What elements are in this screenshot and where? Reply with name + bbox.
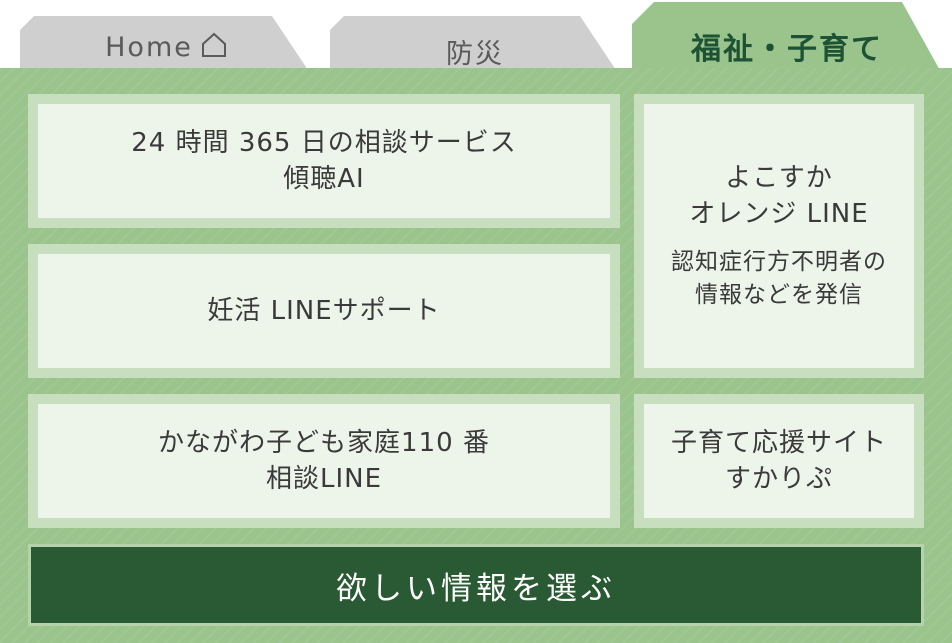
select-info-button[interactable]: 欲しい情報を選ぶ: [28, 544, 924, 626]
tab-welfare[interactable]: 福祉・子育て: [632, 2, 942, 74]
tab-welfare-label: 福祉・子育て: [691, 32, 883, 67]
card-sukaripu-line1: 子育て応援サイト: [670, 428, 887, 458]
card-counseling-ai-line2: 傾聴AI: [283, 164, 365, 194]
tab-home[interactable]: Home: [20, 16, 312, 76]
card-ninkatsu[interactable]: 妊活 LINEサポート: [28, 244, 620, 378]
card-ninkatsu-body[interactable]: 妊活 LINEサポート: [38, 254, 610, 368]
card-kanagawa-kodomo[interactable]: かながわ子ども家庭110 番 相談LINE: [28, 394, 620, 528]
card-orange-line-desc1: 認知症行方不明者の: [671, 249, 887, 275]
card-sukaripu-line2: すかりぷ: [724, 464, 833, 494]
card-kanagawa-kodomo-line1: かながわ子ども家庭110 番: [158, 428, 490, 458]
select-info-button-label: 欲しい情報を選ぶ: [336, 570, 616, 607]
card-kanagawa-kodomo-line2: 相談LINE: [265, 464, 383, 494]
card-orange-line-line1: よこすか: [725, 163, 833, 193]
tab-disaster-label: 防災: [446, 39, 504, 70]
home-icon: [201, 32, 227, 65]
card-orange-line-desc2: 情報などを発信: [695, 282, 863, 308]
card-counseling-ai[interactable]: 24 時間 365 日の相談サービス 傾聴AI: [28, 94, 620, 228]
card-counseling-ai-body[interactable]: 24 時間 365 日の相談サービス 傾聴AI: [38, 104, 610, 218]
tab-disaster[interactable]: 防災: [330, 16, 620, 76]
card-counseling-ai-line1: 24 時間 365 日の相談サービス: [131, 128, 517, 158]
card-orange-line-line2: オレンジ LINE: [689, 199, 869, 229]
card-kanagawa-kodomo-body[interactable]: かながわ子ども家庭110 番 相談LINE: [38, 404, 610, 518]
card-ninkatsu-line1: 妊活 LINEサポート: [207, 296, 441, 326]
card-orange-line[interactable]: よこすか オレンジ LINE 認知症行方不明者の 情報などを発信: [634, 94, 924, 378]
card-sukaripu[interactable]: 子育て応援サイト すかりぷ: [634, 394, 924, 528]
tab-home-label: Home: [105, 32, 193, 63]
card-sukaripu-body[interactable]: 子育て応援サイト すかりぷ: [644, 404, 914, 518]
card-orange-line-body[interactable]: よこすか オレンジ LINE 認知症行方不明者の 情報などを発信: [644, 104, 914, 368]
